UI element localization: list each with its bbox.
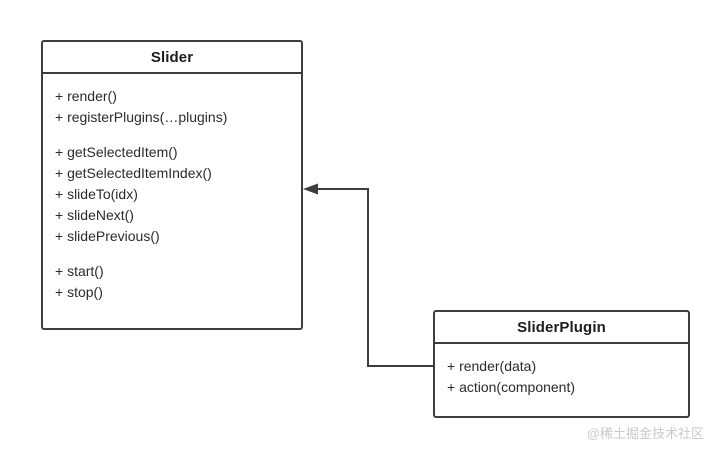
uml-class-body-sliderplugin: + render(data) + action(component) [435, 344, 688, 416]
member-group: + render() + registerPlugins(…plugins) [55, 86, 301, 128]
uml-class-sliderplugin[interactable]: SliderPlugin + render(data) + action(com… [433, 310, 690, 418]
member-group: + getSelectedItem() + getSelectedItemInd… [55, 142, 301, 247]
watermark-text: @稀土掘金技术社区 [586, 426, 704, 441]
uml-class-name-slider: Slider [150, 48, 194, 66]
class-member: + action(component) [447, 379, 576, 395]
class-member: + slidePrevious() [55, 228, 160, 244]
class-member: + start() [55, 263, 104, 279]
uml-class-header-slider: Slider [43, 42, 301, 74]
class-member: + slideNext() [55, 207, 134, 223]
uml-class-body-slider: + render() + registerPlugins(…plugins) +… [43, 74, 301, 328]
class-member: + registerPlugins(…plugins) [55, 109, 228, 125]
member-group: + start() + stop() [55, 261, 301, 303]
class-member: + stop() [55, 284, 103, 300]
uml-class-header-sliderplugin: SliderPlugin [435, 312, 688, 344]
uml-class-slider[interactable]: Slider + render() + registerPlugins(…plu… [41, 40, 303, 330]
class-member: + slideTo(idx) [55, 186, 138, 202]
class-member: + render(data) [447, 358, 537, 374]
class-member: + getSelectedItem() [55, 144, 178, 160]
open-arrow-icon [303, 183, 318, 195]
association-line-sliderplugin-slider[interactable] [314, 188, 434, 367]
uml-class-name-sliderplugin: SliderPlugin [517, 318, 606, 336]
member-group: + render(data) + action(component) [447, 356, 688, 398]
class-member: + getSelectedItemIndex() [55, 165, 212, 181]
class-member: + render() [55, 88, 117, 104]
